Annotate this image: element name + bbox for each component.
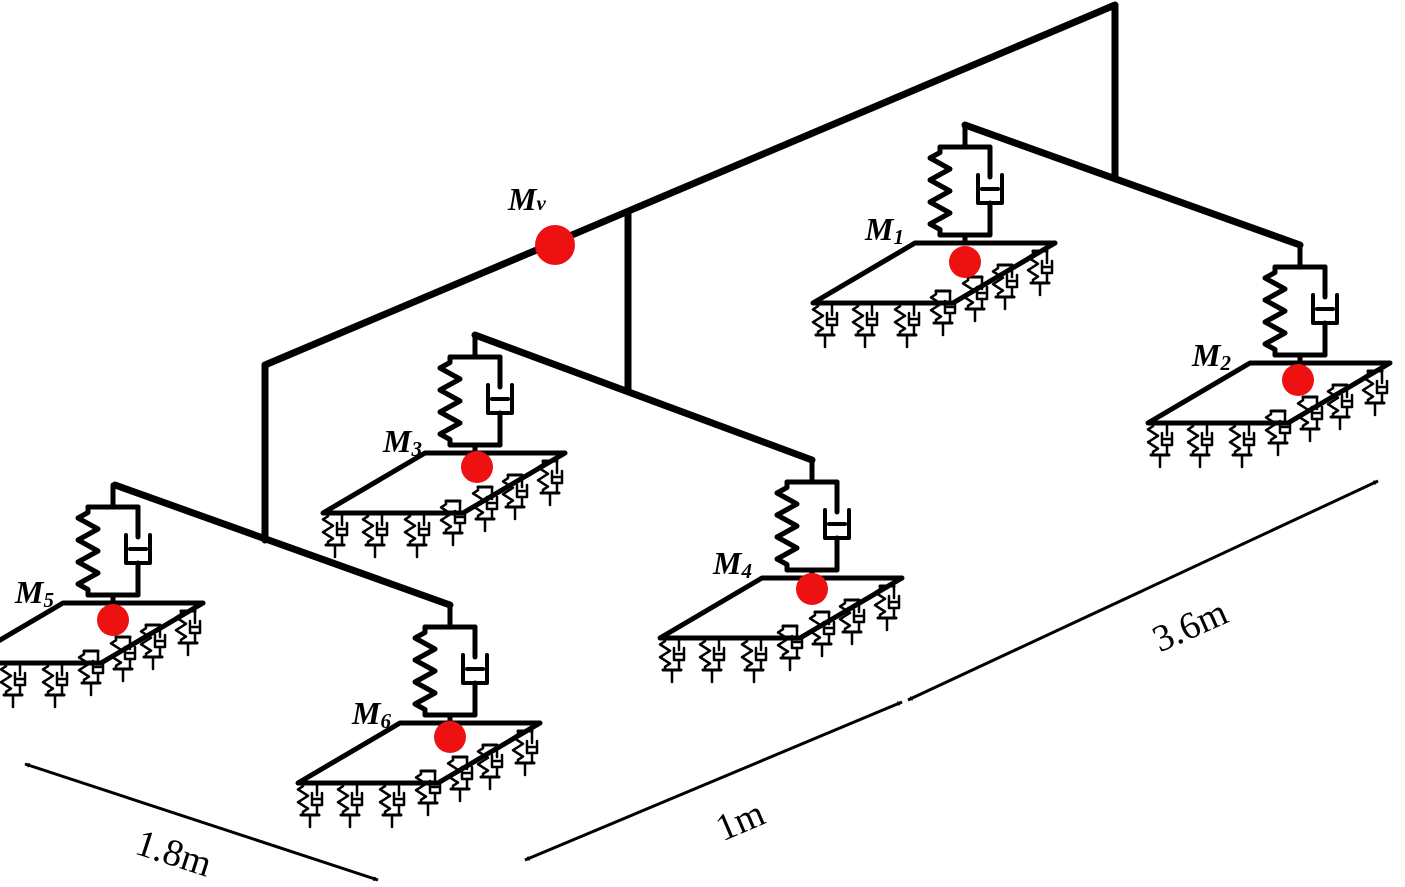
dim-label-1-8m: 1.8m <box>131 822 217 886</box>
mass-label-m5: M5 <box>14 574 54 612</box>
dim-label-3-6m: 3.6m <box>1146 591 1233 661</box>
unit-m5 <box>0 482 206 709</box>
mass-mv-marker <box>535 225 575 265</box>
mass-m6-marker <box>434 721 466 753</box>
mass-label-m4: M4 <box>712 545 752 583</box>
main-beam <box>261 1 1119 369</box>
rear-bogie-beam <box>961 121 1304 249</box>
suspension-units <box>0 122 1393 829</box>
dimension-arrows <box>24 479 1379 882</box>
mass-m4-marker <box>796 573 828 605</box>
mass-markers <box>97 225 1314 753</box>
mass-label-m6: M6 <box>351 695 391 733</box>
dim-arrow-1m <box>524 700 903 862</box>
unit-m4 <box>657 457 905 684</box>
dim-arrow-1-8m <box>24 762 379 882</box>
mass-m5-marker <box>97 604 129 636</box>
middle-bogie-beam <box>471 331 816 464</box>
dim-arrow-3-6m <box>907 479 1379 702</box>
dim-label-1m: 1m <box>710 792 771 850</box>
mass-label-m1: M1 <box>864 211 904 249</box>
unit-m6 <box>295 602 543 829</box>
unit-m3 <box>320 332 568 559</box>
front-bogie-beam <box>111 481 454 609</box>
unit-m1 <box>810 122 1058 349</box>
mass-m3-marker <box>461 451 493 483</box>
mass-label-m3: M3 <box>382 423 422 461</box>
mass-m1-marker <box>949 246 981 278</box>
mass-m2-marker <box>1282 364 1314 396</box>
mass-label-mv: Mv <box>507 181 546 217</box>
frame-beams <box>111 1 1304 609</box>
unit-m2 <box>1145 242 1393 469</box>
mass-label-m2: M2 <box>1191 337 1231 375</box>
